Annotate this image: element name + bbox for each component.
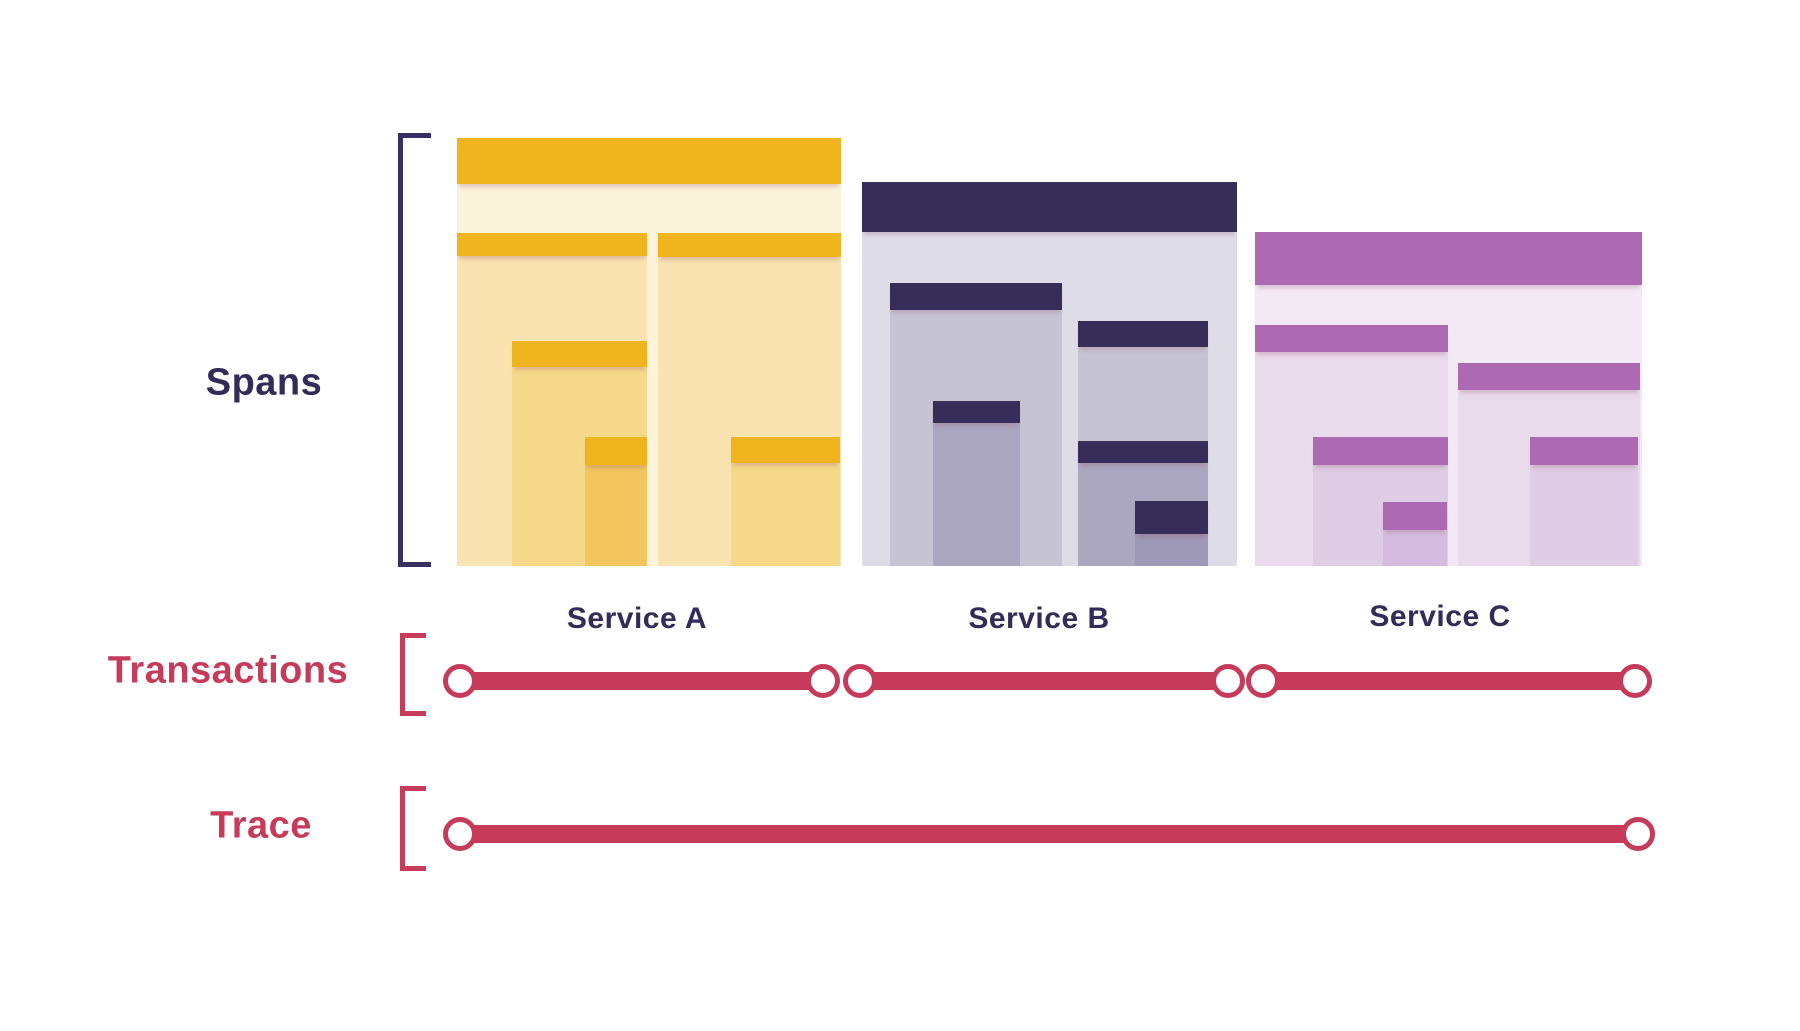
span-bar (1255, 325, 1448, 352)
service-c-label: Service C (1369, 600, 1511, 633)
span-bar (731, 437, 840, 463)
span-bar (512, 341, 647, 367)
trace-label: Trace (210, 804, 312, 847)
span-bar (1078, 321, 1208, 347)
span-fill (731, 463, 840, 566)
transactions-label: Transactions (107, 649, 349, 692)
transaction-endpoint-circle (843, 664, 877, 698)
span-fill (1383, 530, 1447, 566)
span-bar (890, 283, 1062, 310)
transaction-endpoint-circle (1618, 664, 1652, 698)
span-fill (933, 423, 1020, 566)
trace-endpoint-circle (1621, 817, 1655, 851)
trace-line (460, 825, 1638, 843)
transactions-bracket (400, 633, 426, 716)
transaction-endpoint-circle (1246, 664, 1280, 698)
span-bar (658, 233, 841, 257)
transaction-endpoint-circle (443, 664, 477, 698)
trace-endpoint-circle (443, 817, 477, 851)
span-bar (1313, 437, 1448, 465)
spans-bracket (398, 133, 431, 567)
span-bar (1255, 232, 1642, 285)
service-a-label: Service A (566, 602, 708, 635)
span-bar (862, 182, 1237, 232)
span-fill (1530, 465, 1638, 566)
trace-bracket (400, 786, 426, 871)
span-bar (1383, 502, 1447, 530)
span-bar (1530, 437, 1638, 465)
span-bar (585, 437, 647, 465)
spans-label: Spans (205, 361, 323, 404)
transaction-line (460, 672, 823, 690)
span-bar (457, 138, 841, 184)
transaction-endpoint-circle (1211, 664, 1245, 698)
span-fill (1135, 534, 1208, 566)
span-bar (1135, 501, 1208, 534)
span-bar (457, 233, 647, 256)
span-bar (1078, 441, 1208, 463)
transaction-line (1263, 672, 1635, 690)
transaction-line (860, 672, 1228, 690)
transaction-endpoint-circle (806, 664, 840, 698)
span-fill (585, 465, 647, 566)
span-bar (933, 401, 1020, 423)
service-b-label: Service B (968, 602, 1110, 635)
span-bar (1458, 363, 1640, 390)
